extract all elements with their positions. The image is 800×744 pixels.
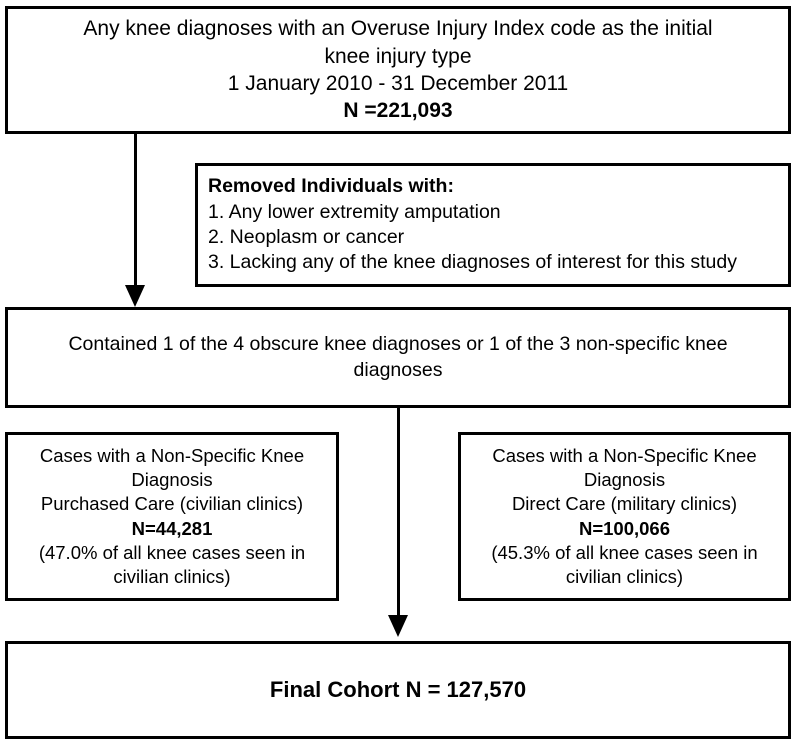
initial-cohort-line-2: knee injury type — [324, 44, 472, 68]
final-cohort-label: Final Cohort N = 127,570 — [269, 676, 527, 702]
initial-cohort-date-range: 1 January 2010 - 31 December 2011 — [227, 72, 569, 95]
flow-box-initial-cohort: Any knee diagnoses with an Overuse Injur… — [5, 6, 791, 134]
flow-box-direct-care: Cases with a Non-Specific Knee Diagnosis… — [458, 432, 791, 601]
purchased-care-percent-line-2: civilian clinics) — [113, 565, 231, 587]
direct-care-percent-line-1: (45.3% of all knee cases seen in — [491, 541, 758, 563]
initial-cohort-line-1: Any knee diagnoses with an Overuse Injur… — [83, 17, 713, 41]
exclusions-heading: Removed Individuals with: — [208, 175, 454, 198]
connector-filter-to-final — [397, 408, 400, 616]
flow-box-exclusions: Removed Individuals with: 1. Any lower e… — [195, 163, 791, 287]
purchased-care-line-1: Cases with a Non-Specific Knee — [39, 445, 305, 467]
diagnosis-filter-line-2: diagnoses — [353, 358, 443, 381]
direct-care-line-1: Cases with a Non-Specific Knee — [492, 445, 757, 467]
direct-care-line-2: Diagnosis — [583, 469, 666, 491]
direct-care-count: N=100,066 — [578, 517, 671, 539]
flow-box-purchased-care: Cases with a Non-Specific Knee Diagnosis… — [5, 432, 339, 601]
diagnosis-filter-line-1: Contained 1 of the 4 obscure knee diagno… — [68, 333, 728, 356]
exclusions-item-1: 1. Any lower extremity amputation — [208, 200, 501, 223]
exclusions-item-3: 3. Lacking any of the knee diagnoses of … — [208, 251, 737, 274]
arrowhead-initial-to-filter — [125, 285, 145, 307]
direct-care-percent-line-2: civilian clinics) — [565, 565, 684, 587]
direct-care-setting: Direct Care (military clinics) — [511, 493, 738, 515]
purchased-care-line-2: Diagnosis — [131, 469, 213, 491]
purchased-care-setting: Purchased Care (civilian clinics) — [40, 493, 304, 515]
purchased-care-count: N=44,281 — [131, 517, 213, 539]
arrowhead-filter-to-final — [388, 615, 408, 637]
purchased-care-percent-line-1: (47.0% of all knee cases seen in — [38, 541, 306, 563]
connector-initial-to-filter — [134, 134, 137, 286]
flow-box-final-cohort: Final Cohort N = 127,570 — [5, 641, 791, 739]
exclusions-item-2: 2. Neoplasm or cancer — [208, 226, 405, 248]
initial-cohort-count: N =221,093 — [343, 99, 453, 123]
flow-box-diagnosis-filter: Contained 1 of the 4 obscure knee diagno… — [5, 307, 791, 408]
